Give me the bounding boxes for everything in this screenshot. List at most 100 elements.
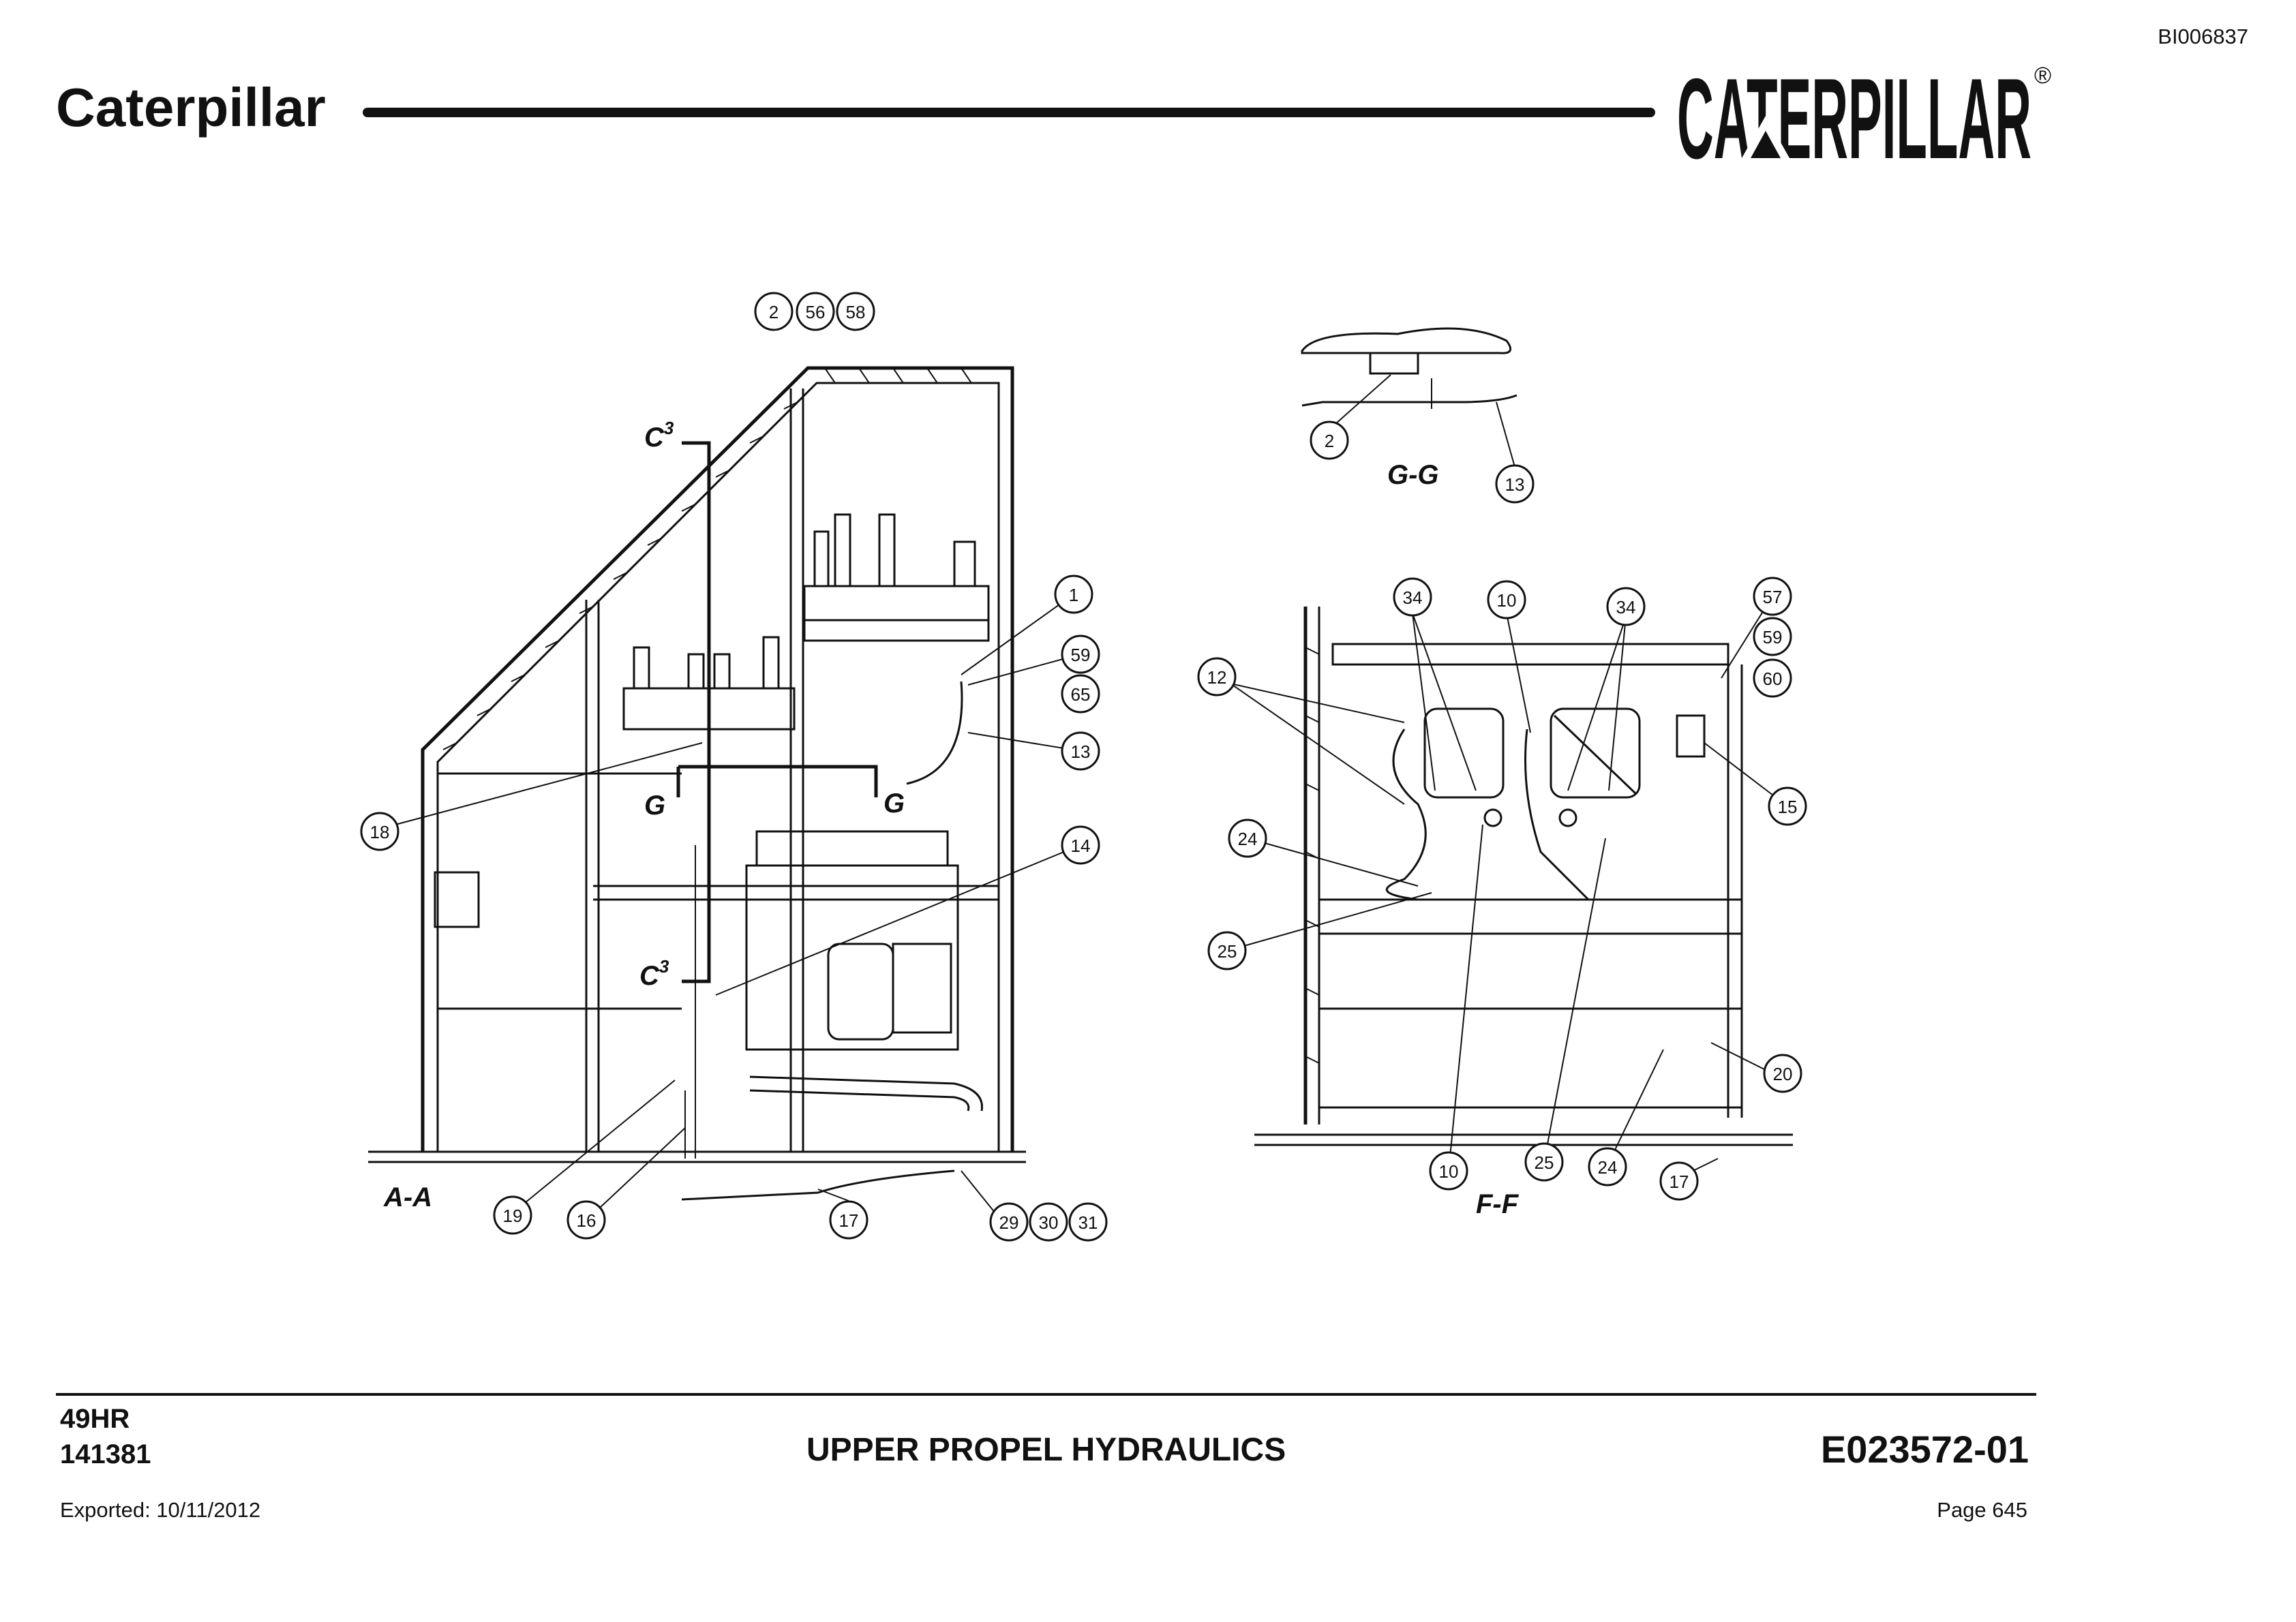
callout-ff-7: 15: [1768, 786, 1807, 826]
callout-circle: [1393, 577, 1432, 617]
callout-circle: [1753, 577, 1792, 616]
callout-circle: [1310, 420, 1349, 460]
callout-circle: [1768, 786, 1807, 826]
callout-number: 16: [577, 1210, 596, 1231]
brand-name: Caterpillar: [56, 77, 326, 138]
callout-circle: [1061, 825, 1100, 865]
callout-number: 12: [1207, 667, 1227, 688]
footer-model-block: 49HR 141381: [60, 1401, 151, 1472]
callout-number: 19: [503, 1206, 523, 1226]
callout-circle: [1606, 587, 1646, 626]
callout-aa-10: 16: [567, 1200, 606, 1240]
callout-aa-8: 18: [360, 812, 399, 851]
callout-ff-6: 12: [1197, 657, 1237, 697]
callout-aa-3: 1: [1054, 575, 1093, 614]
header-rule: [363, 108, 1655, 117]
callout-number: 17: [839, 1210, 859, 1231]
view-label-gg: G-G: [1387, 460, 1439, 490]
callout-circle: [1753, 658, 1792, 698]
callout-circle: [1068, 1202, 1108, 1242]
callout-number: 56: [806, 302, 826, 322]
callout-circle: [989, 1202, 1029, 1242]
callout-number: 34: [1403, 587, 1423, 608]
callout-ff-12: 25: [1524, 1142, 1564, 1182]
callout-aa-7: 14: [1061, 825, 1100, 865]
model-number: 49HR: [60, 1404, 130, 1434]
page-number: Page 645: [1937, 1498, 2027, 1522]
callout-number: 10: [1439, 1161, 1459, 1182]
callout-aa-12: 29: [989, 1202, 1029, 1242]
callout-ff-2: 34: [1606, 587, 1646, 626]
view-label-aa: A-A: [383, 1182, 432, 1212]
callout-aa-1: 56: [796, 292, 835, 331]
callout-gg-1: 13: [1495, 464, 1535, 504]
callout-circle: [1061, 731, 1100, 771]
callout-number: 15: [1778, 797, 1798, 817]
callout-circle: [1054, 575, 1093, 614]
callout-number: 17: [1670, 1172, 1689, 1192]
callout-ff-4: 59: [1753, 617, 1792, 656]
caterpillar-logo: CATERPILLAR ®: [1677, 49, 2059, 183]
callout-circle: [360, 812, 399, 851]
callout-number: 58: [846, 302, 866, 322]
callout-ff-1: 10: [1487, 580, 1526, 619]
callout-circle: [1659, 1161, 1699, 1201]
callout-number: 1: [1069, 585, 1078, 605]
document-title: UPPER PROPEL HYDRAULICS: [806, 1432, 1286, 1468]
callout-circle: [829, 1200, 868, 1240]
callout-circle: [1061, 634, 1100, 674]
callout-aa-2: 58: [836, 292, 875, 331]
callout-number: 29: [999, 1212, 1019, 1233]
callout-circle: [754, 292, 794, 331]
callout-number: 25: [1535, 1152, 1554, 1173]
document-id: BI006837: [2158, 25, 2248, 48]
callout-gg-0: 2: [1310, 420, 1349, 460]
callout-number: 59: [1763, 627, 1783, 647]
callout-number: 60: [1763, 669, 1783, 689]
callout-ff-8: 24: [1228, 818, 1267, 858]
callout-number: 24: [1238, 829, 1258, 849]
callout-aa-11: 17: [829, 1200, 868, 1240]
callout-number: 13: [1505, 474, 1525, 495]
section-label-c-top: C3: [644, 418, 674, 453]
callout-aa-13: 30: [1029, 1202, 1068, 1242]
callout-number: 2: [769, 302, 779, 322]
view-a-a: [368, 366, 1081, 1214]
callout-aa-5: 65: [1061, 674, 1100, 714]
callout-ff-14: 17: [1659, 1161, 1699, 1201]
section-label-g-right: G: [883, 789, 905, 818]
callout-circle: [1029, 1202, 1068, 1242]
serial-number: 141381: [60, 1439, 151, 1469]
callout-ff-0: 34: [1393, 577, 1432, 617]
callout-number: 2: [1325, 431, 1334, 451]
section-label-c-bottom: C3: [639, 956, 669, 991]
callout-number: 25: [1218, 941, 1237, 962]
callout-number: 65: [1071, 684, 1091, 705]
callout-circle: [1228, 818, 1267, 858]
callout-circle: [836, 292, 875, 331]
svg-text:CATERPILLAR: CATERPILLAR: [1677, 55, 2031, 172]
callout-aa-4: 59: [1061, 634, 1100, 674]
callout-ff-11: 10: [1429, 1151, 1468, 1191]
export-date: Exported: 10/11/2012: [60, 1498, 261, 1522]
callout-number: 24: [1598, 1157, 1618, 1178]
callout-circle: [1061, 674, 1100, 714]
callout-circle: [1495, 464, 1535, 504]
view-f-f: [1226, 596, 1793, 1178]
view-g-g: [1301, 327, 1517, 468]
callout-circle: [567, 1200, 606, 1240]
footer-rule: [56, 1393, 2036, 1396]
callout-number: 30: [1039, 1212, 1059, 1233]
callout-aa-14: 31: [1068, 1202, 1108, 1242]
callout-aa-6: 13: [1061, 731, 1100, 771]
callout-circle: [1763, 1054, 1802, 1093]
view-label-ff: F-F: [1476, 1189, 1520, 1219]
callout-circle: [1753, 617, 1792, 656]
callout-aa-9: 19: [493, 1195, 532, 1235]
callout-ff-10: 20: [1763, 1054, 1802, 1093]
callout-circle: [1588, 1147, 1627, 1187]
callout-number: 57: [1763, 587, 1783, 607]
callout-number: 13: [1071, 741, 1091, 762]
callout-ff-13: 24: [1588, 1147, 1627, 1187]
callout-circle: [1524, 1142, 1564, 1182]
